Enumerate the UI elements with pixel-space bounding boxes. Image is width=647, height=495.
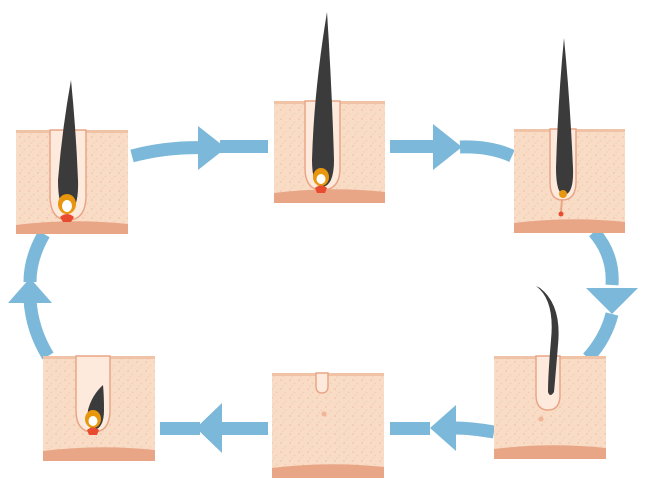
dermal-papilla <box>87 427 99 435</box>
regressing-tail <box>560 198 563 213</box>
arrow-stage5-to-stage6 <box>160 403 268 453</box>
arrow-stage1-to-stage2 <box>130 126 268 170</box>
arrow-stage3-to-stage4 <box>583 227 638 363</box>
hair-shaft <box>556 38 574 195</box>
stage-6-regrowth <box>43 355 155 461</box>
stage-1-early-growth <box>16 80 128 234</box>
dermis-layer <box>272 464 384 478</box>
dermis-layer <box>43 447 155 461</box>
arrow-stage4-to-stage5 <box>390 405 496 451</box>
arrow-stage6-to-stage1 <box>8 230 54 360</box>
dermal-papilla <box>321 411 327 417</box>
cycle-arrows <box>8 124 638 453</box>
stage-5-empty-follicle <box>272 372 384 478</box>
stage-3-catagen <box>514 38 625 233</box>
shedding-hair <box>536 286 559 395</box>
dermal-papilla <box>315 185 327 193</box>
dermal-papilla <box>558 211 564 217</box>
arrow-stage2-to-stage3 <box>390 124 515 170</box>
dermis-layer <box>16 221 128 234</box>
dermis-layer <box>514 219 625 233</box>
stage-2-anagen <box>274 12 385 203</box>
dermis-layer <box>274 189 385 203</box>
follicle-opening <box>315 372 329 394</box>
hair-shaft <box>312 12 334 187</box>
dermal-papilla <box>538 416 544 422</box>
hair-bulb <box>559 190 567 198</box>
dermis-layer <box>494 445 606 459</box>
hair-shaft <box>58 80 79 212</box>
dermal-papilla <box>60 214 74 222</box>
stage-4-telogen <box>494 286 606 459</box>
